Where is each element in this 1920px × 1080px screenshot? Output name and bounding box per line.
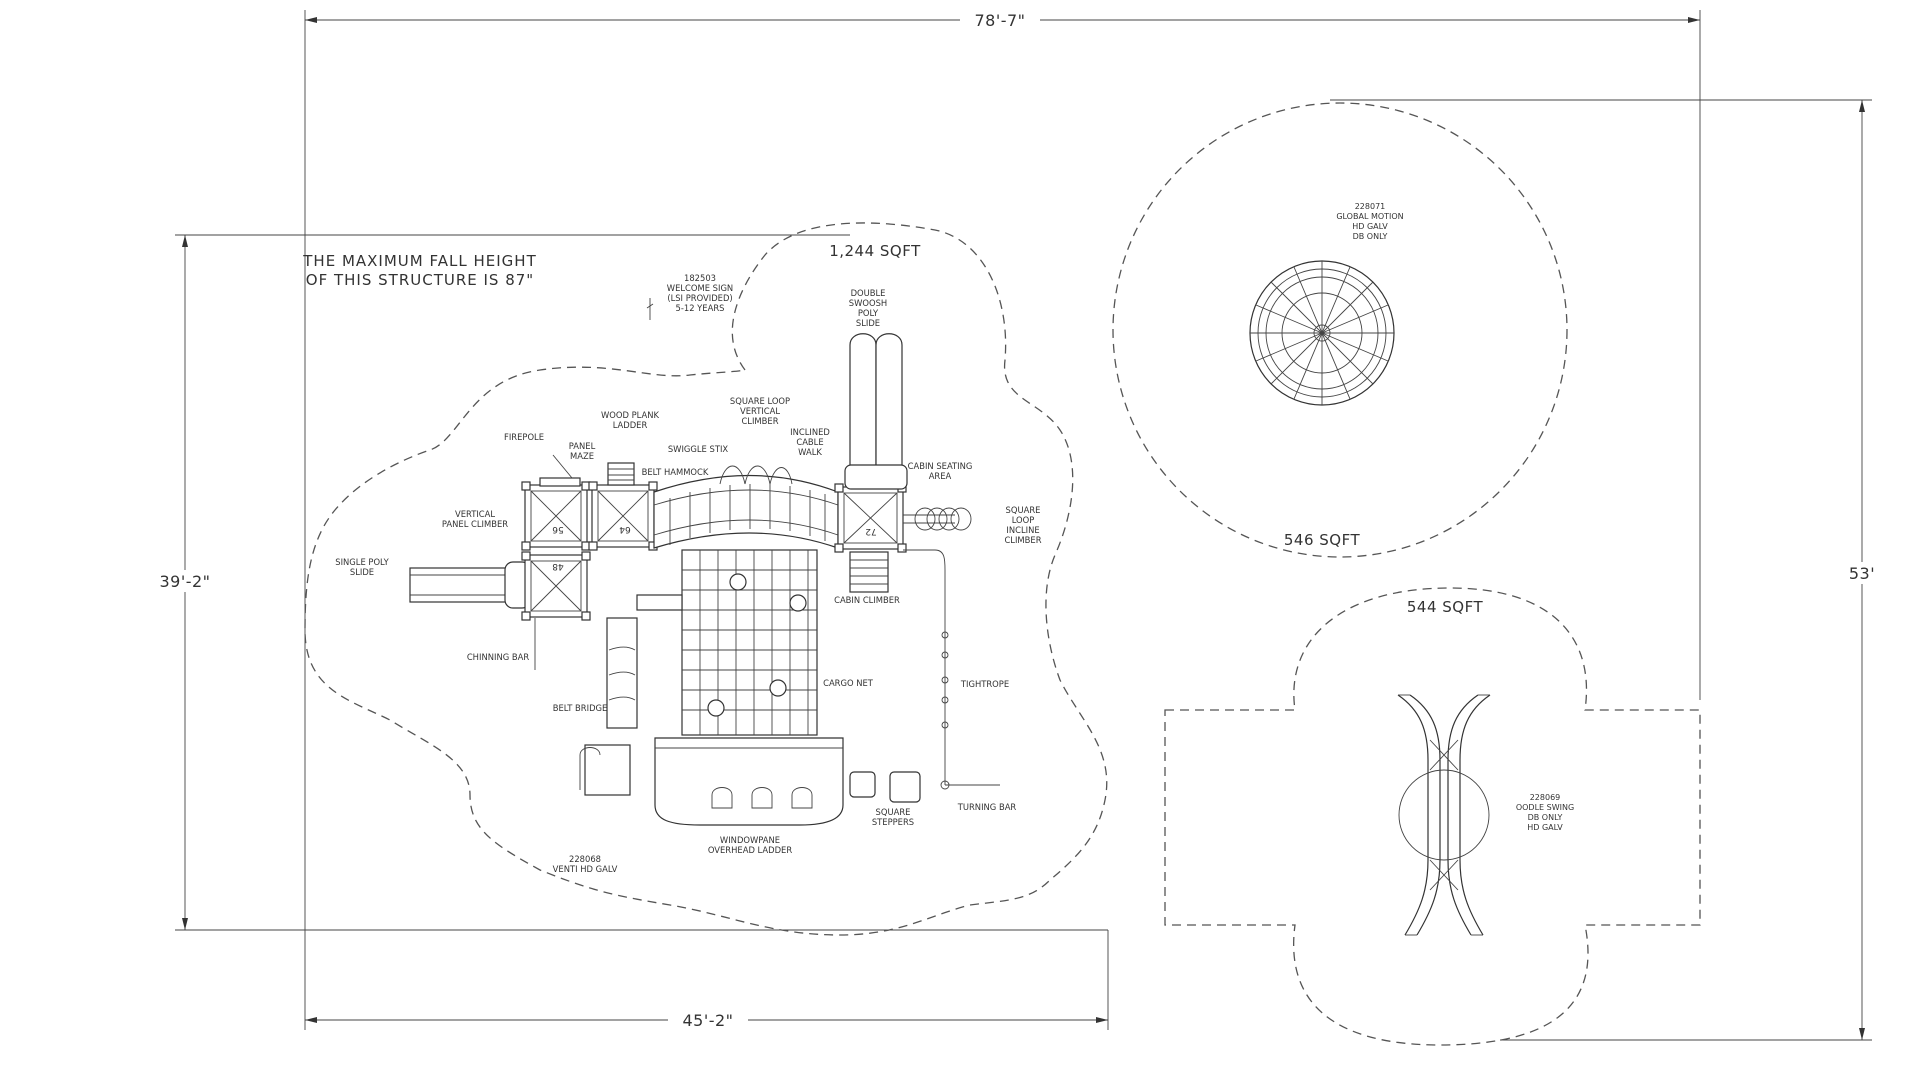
global-motion-equipment <box>1249 260 1395 406</box>
swiggle-stix-label: SWIGGLE STIX <box>668 444 729 454</box>
square-loop-incline-label-4: CLIMBER <box>1004 535 1041 545</box>
belt-hammock-label: BELT HAMMOCK <box>642 467 709 477</box>
inclined-cable-label-3: WALK <box>798 447 822 457</box>
wood-plank-label-2: LADDER <box>613 420 648 430</box>
square-loop-vertical-label-1: SQUARE LOOP <box>730 396 790 406</box>
oodle-swing-labels: 228069 OODLE SWING DB ONLY HD GALV <box>1516 793 1574 832</box>
oodle-swing-label-2: OODLE SWING <box>1516 803 1574 812</box>
swing-area-label: 544 SQFT <box>1407 598 1484 616</box>
cabin-seating-label-2: AREA <box>929 471 952 481</box>
panel-maze <box>539 454 581 487</box>
swiggle-stix <box>719 465 793 485</box>
single-poly-label-1: SINGLE POLY <box>335 557 389 567</box>
single-poly-label-2: SLIDE <box>350 567 374 577</box>
square-loop-incline-label-1: SQUARE <box>1006 505 1041 515</box>
windowpane-label-2: OVERHEAD LADDER <box>708 845 792 855</box>
square-steppers-label-1: SQUARE <box>876 807 911 817</box>
cabin-seating-label-1: CABIN SEATING <box>908 461 973 471</box>
tightrope-label: TIGHTROPE <box>960 679 1009 689</box>
main-area-label: 1,244 SQFT <box>829 242 921 260</box>
deck-72-number: 72 <box>865 526 876 536</box>
global-motion-label-4: DB ONLY <box>1353 232 1388 241</box>
cargo-net <box>681 549 818 736</box>
double-swoosh-label-3: POLY <box>858 308 879 318</box>
oodle-swing-equipment <box>1397 694 1491 936</box>
dimension-top-width: 78'-7" <box>974 11 1025 30</box>
venti-label-1: 228068 <box>569 854 601 864</box>
venti-label-2: VENTI HD GALV <box>553 864 618 874</box>
chinning-bar-label: CHINNING BAR <box>467 652 530 662</box>
global-motion-label-3: HD GALV <box>1352 222 1388 231</box>
fall-height-note-line2: OF THIS STRUCTURE IS 87" <box>306 271 534 289</box>
main-structure-labels: 182503 WELCOME SIGN (LSI PROVIDED) 5-12 … <box>335 273 1041 874</box>
welcome-sign-label-4: 5-12 YEARS <box>676 303 725 313</box>
main-structure-use-zone <box>304 222 1108 936</box>
square-loop-incline-climber <box>903 507 972 531</box>
windowpane-label-1: WINDOWPANE <box>720 835 780 845</box>
double-swoosh-label-4: SLIDE <box>856 318 880 328</box>
welcome-sign-marker <box>646 298 654 320</box>
cabin-climber <box>849 551 889 593</box>
global-motion-labels: 228071 GLOBAL MOTION HD GALV DB ONLY <box>1336 202 1403 241</box>
vertical-panel-label-1: VERTICAL <box>455 509 495 519</box>
inclined-cable-label-2: CABLE <box>796 437 823 447</box>
deck-64: 64 <box>588 481 658 551</box>
square-loop-vertical-label-2: VERTICAL <box>740 406 780 416</box>
oodle-swing-label-3: DB ONLY <box>1528 813 1563 822</box>
square-steppers <box>849 771 921 803</box>
belt-bridge <box>606 594 683 729</box>
cargo-net-label: CARGO NET <box>823 678 874 688</box>
belt-bridge-label: BELT BRIDGE <box>553 703 608 713</box>
wood-plank-ladder <box>607 462 635 486</box>
global-motion-label-2: GLOBAL MOTION <box>1336 212 1403 221</box>
panel-maze-label-2: MAZE <box>570 451 594 461</box>
turning-bar-label: TURNING BAR <box>957 802 1017 812</box>
welcome-sign-label-2: WELCOME SIGN <box>667 283 733 293</box>
double-swoosh-slide <box>844 333 908 490</box>
cabin-climber-label: CABIN CLIMBER <box>834 595 900 605</box>
dimension-left-height: 39'-2" <box>159 572 210 591</box>
square-loop-incline-label-3: INCLINE <box>1006 525 1039 535</box>
oodle-swing-label-1: 228069 <box>1530 793 1561 802</box>
windowpane-overhead-ladder <box>579 737 844 826</box>
deck-48-number: 48 <box>552 561 564 571</box>
fall-height-note-line1: THE MAXIMUM FALL HEIGHT <box>302 252 536 270</box>
firepole-label: FIREPOLE <box>504 432 544 442</box>
panel-maze-label-1: PANEL <box>569 441 596 451</box>
square-loop-vertical-label-3: CLIMBER <box>741 416 778 426</box>
square-loop-incline-label-2: LOOP <box>1012 515 1035 525</box>
global-motion-use-zone <box>1112 102 1568 558</box>
double-swoosh-label-2: SWOOSH <box>849 298 887 308</box>
welcome-sign-label-3: (LSI PROVIDED) <box>667 293 732 303</box>
dimension-lines: 78'-7" 45'-2" 39'-2" 53' <box>145 10 1881 1041</box>
belt-hammock-bridge <box>653 474 839 549</box>
deck-72: 72 <box>834 483 907 553</box>
swing-use-zone <box>1164 587 1701 1046</box>
global-motion-area-label: 546 SQFT <box>1284 531 1361 549</box>
deck-56: 56 <box>521 481 591 551</box>
square-steppers-label-2: STEPPERS <box>872 817 914 827</box>
dimension-bottom-width: 45'-2" <box>682 1011 733 1030</box>
vertical-panel-label-2: PANEL CLIMBER <box>442 519 508 529</box>
oodle-swing-label-4: HD GALV <box>1527 823 1563 832</box>
deck-64-number: 64 <box>619 524 631 534</box>
deck-56-number: 56 <box>552 524 564 534</box>
inclined-cable-label-1: INCLINED <box>790 427 830 437</box>
welcome-sign-label-1: 182503 <box>684 273 716 283</box>
dimension-right-height: 53' <box>1849 564 1875 583</box>
single-poly-slide <box>409 561 531 609</box>
double-swoosh-label-1: DOUBLE <box>851 288 886 298</box>
wood-plank-label-1: WOOD PLANK <box>601 410 659 420</box>
global-motion-label-1: 228071 <box>1355 202 1386 211</box>
main-play-structure: 56 64 48 <box>409 298 1000 826</box>
tightrope <box>903 549 1000 790</box>
deck-48: 48 <box>521 551 591 621</box>
